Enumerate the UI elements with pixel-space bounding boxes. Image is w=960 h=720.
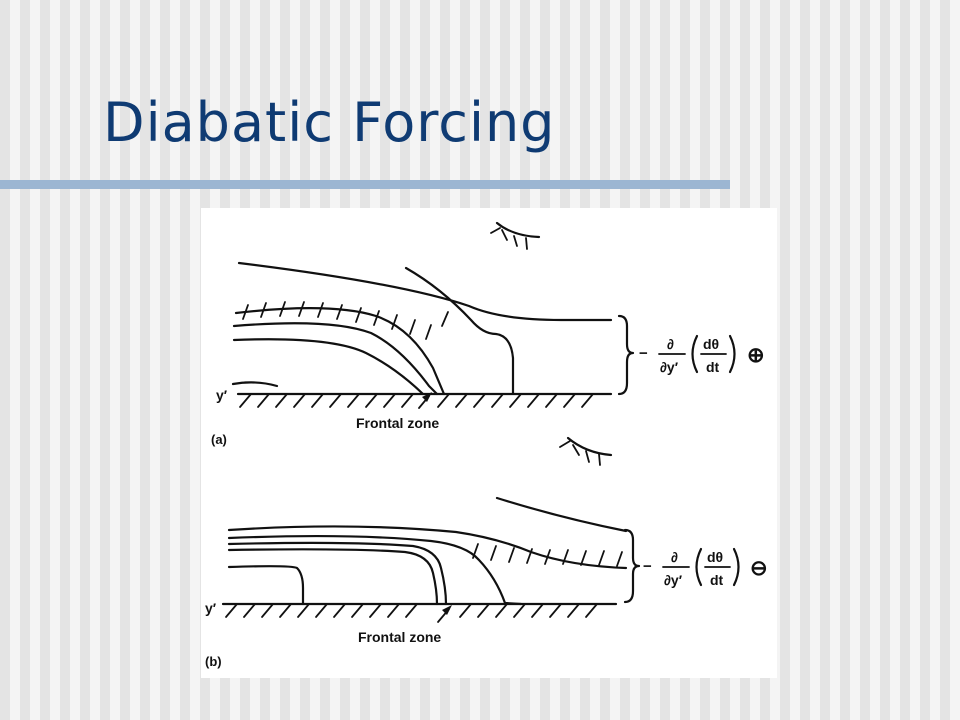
frontal-zone-label-b: Frontal zone: [358, 629, 441, 645]
isentrope-b3: [227, 534, 523, 606]
panel-tag-b: (b): [205, 654, 222, 669]
isentrope-a6: [231, 381, 279, 388]
diabatic-forcing-figure: y′ Frontal zone (a) − ∂ ∂y′ dθ dt ⊕: [201, 208, 777, 678]
term-partial-a: ∂: [667, 336, 674, 352]
term-num-a: dθ: [703, 336, 719, 352]
forcing-term-b: − ∂ ∂y′ dθ dt ⊖: [643, 547, 768, 588]
bracket-b: [623, 528, 641, 604]
axis-label-b: y′: [205, 600, 217, 616]
ground-b: [221, 602, 618, 618]
term-sign-a: −: [639, 345, 648, 362]
isentrope-a2: [404, 266, 515, 395]
ground-a: [236, 392, 613, 408]
panel-b: y′ Frontal zone (b) − ∂ ∂y′ dθ dt ⊖: [205, 436, 768, 669]
isentrope-a1: [237, 261, 613, 322]
isentrope-b4: [227, 541, 448, 606]
bracket-a: [617, 314, 635, 396]
heating-hatch-b: [472, 543, 623, 567]
panel-tag-a: (a): [211, 432, 227, 447]
forcing-term-a: − ∂ ∂y′ dθ dt ⊕: [639, 334, 765, 375]
term-partial-den-a: ∂y′: [660, 359, 679, 375]
isentrope-b5: [227, 548, 439, 606]
arrow-icon: [418, 392, 432, 409]
isentrope-b2: [227, 525, 628, 570]
sun-icon: [490, 221, 541, 250]
isentrope-a4: [232, 322, 439, 396]
term-symbol-a: ⊕: [747, 344, 765, 367]
isentrope-a3: [234, 307, 446, 396]
term-partial-b: ∂: [671, 549, 678, 565]
arrow-icon: [437, 605, 452, 623]
panel-a: y′ Frontal zone (a) − ∂ ∂y′ dθ dt ⊕: [211, 221, 765, 447]
term-num-b: dθ: [707, 549, 723, 565]
term-symbol-b: ⊖: [750, 557, 768, 580]
heating-hatch-a: [242, 301, 449, 340]
figure-canvas: y′ Frontal zone (a) − ∂ ∂y′ dθ dt ⊕: [205, 221, 768, 669]
term-den-b: dt: [710, 572, 724, 588]
frontal-zone-label-a: Frontal zone: [356, 415, 439, 431]
isentrope-a5: [232, 338, 425, 396]
term-sign-b: −: [643, 558, 652, 575]
term-partial-den-b: ∂y′: [664, 572, 683, 588]
term-den-a: dt: [706, 359, 720, 375]
title-divider: [0, 180, 730, 189]
isentrope-b1: [495, 496, 628, 533]
sun-icon: [559, 436, 613, 466]
slide-title: Diabatic Forcing: [103, 91, 556, 154]
axis-label-a: y′: [216, 387, 228, 403]
isentrope-b6: [227, 565, 305, 606]
